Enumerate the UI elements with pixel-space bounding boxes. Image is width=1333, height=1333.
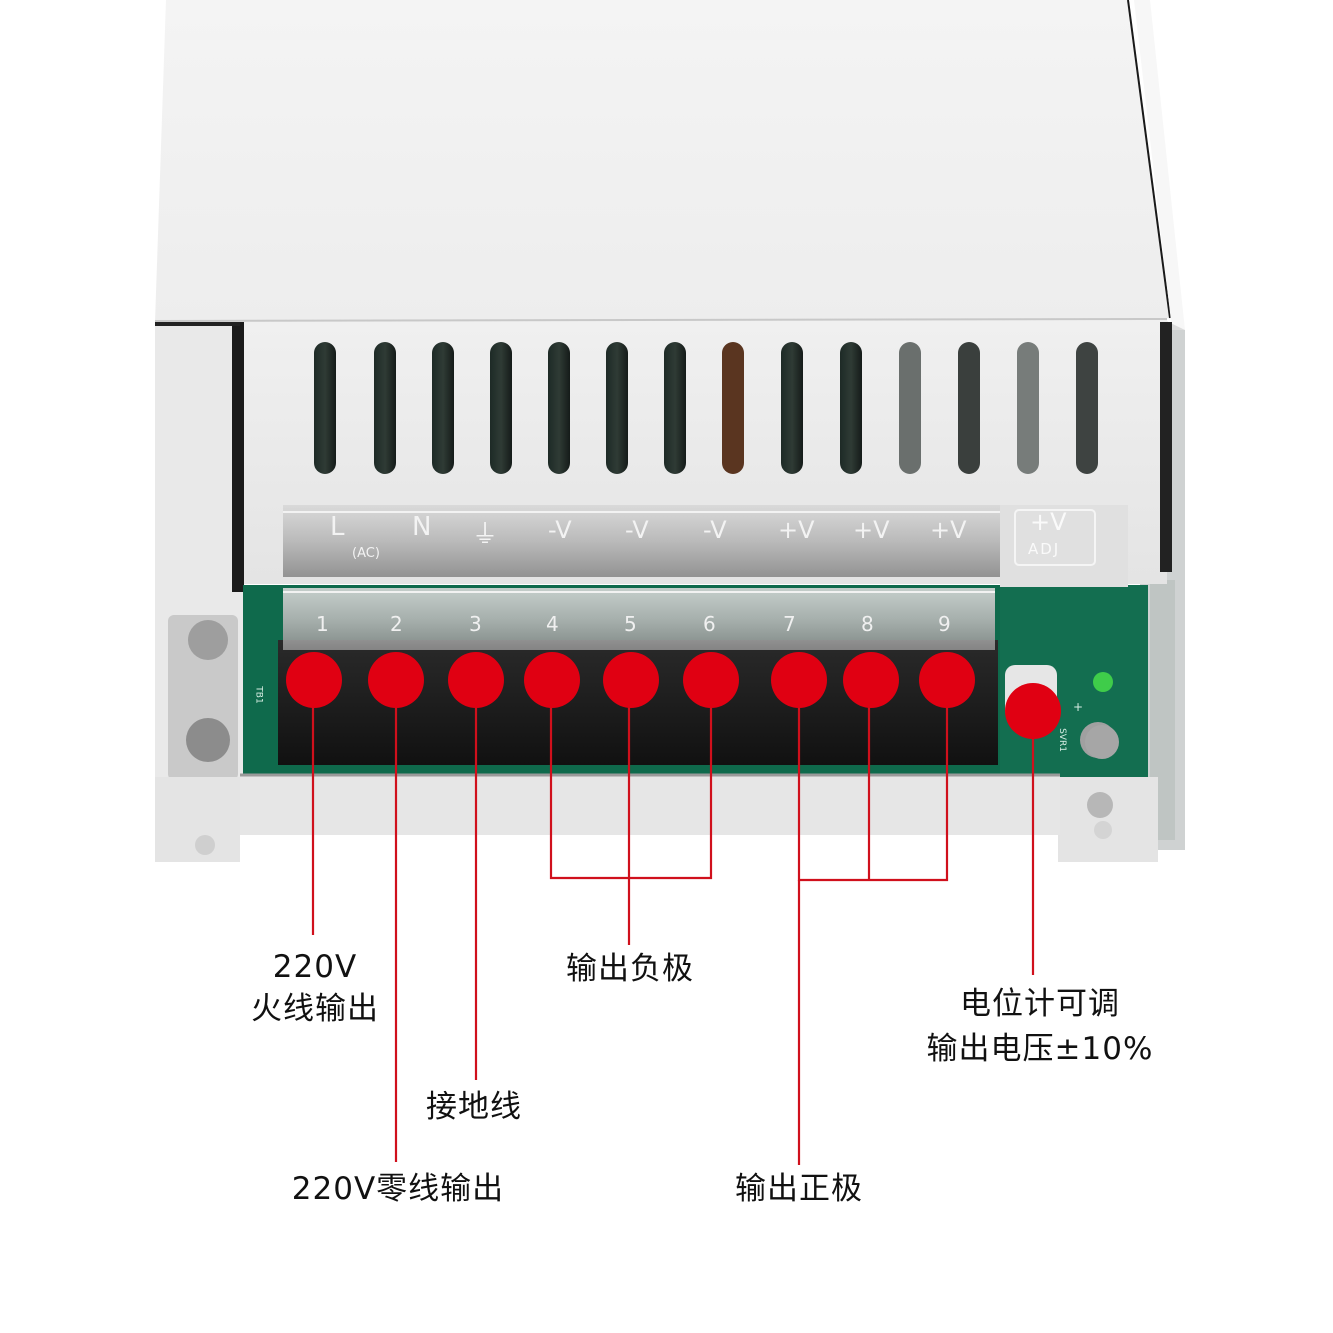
- adj-cover: [1000, 505, 1128, 587]
- case-bottom-lip: [240, 775, 1060, 835]
- marker-pin-1: [286, 652, 342, 708]
- pcb-screw: [1085, 725, 1119, 759]
- marker-pin-9: [919, 652, 975, 708]
- label-voltage-range: 输出电压±10%: [926, 1031, 1154, 1067]
- label-potentiometer-adjust: 电位计可调: [960, 986, 1120, 1022]
- terminal-number: 9: [938, 612, 951, 636]
- marker-pin-3: [448, 652, 504, 708]
- terminal-number: 2: [390, 612, 403, 636]
- ground-symbol-icon: ⏚: [472, 520, 499, 550]
- legend-pos-v-adj: +V: [1030, 508, 1067, 536]
- terminal-number: 8: [861, 612, 874, 636]
- leader-line-negative-bracket: [549, 680, 713, 880]
- label-ground: 接地线: [426, 1089, 522, 1125]
- label-live-output: 火线输出: [251, 991, 379, 1027]
- case-top: [155, 0, 1185, 330]
- pcb-label-tb1: TB1: [253, 686, 264, 704]
- terminal-number: 1: [316, 612, 329, 636]
- leader-line-positive-bracket: [797, 680, 949, 882]
- marker-pin-7: [771, 652, 827, 708]
- label-live-voltage: 220V: [272, 949, 358, 985]
- pcb-label-svr1: SVR1: [1056, 728, 1067, 752]
- label-neutral-output: 220V零线输出: [291, 1171, 505, 1207]
- pcb-label-plus: +: [1073, 700, 1084, 714]
- terminal-number: 7: [783, 612, 796, 636]
- terminal-number: 3: [469, 612, 482, 636]
- marker-pin-6: [683, 652, 739, 708]
- legend-AC: (AC): [352, 546, 380, 561]
- terminal-number: 6: [703, 612, 716, 636]
- mounting-bracket-left: [155, 615, 240, 862]
- legend-N: N: [412, 512, 432, 542]
- legend-neg-v-3: -V: [703, 516, 727, 544]
- terminal-number: 5: [624, 612, 637, 636]
- marker-potentiometer: [1005, 683, 1061, 739]
- legend-pos-v-1: +V: [778, 516, 815, 544]
- legend-adj: ADJ: [1028, 540, 1061, 558]
- vent-slots: [314, 342, 1098, 474]
- marker-pin-4: [524, 652, 580, 708]
- legend-neg-v-1: -V: [548, 516, 572, 544]
- label-positive-output: 输出正极: [735, 1171, 863, 1207]
- label-negative-output: 输出负极: [566, 951, 694, 987]
- led-indicator: [1093, 672, 1113, 692]
- legend-pos-v-3: +V: [930, 516, 967, 544]
- marker-pin-8: [843, 652, 899, 708]
- legend-neg-v-2: -V: [625, 516, 649, 544]
- marker-pin-5: [603, 652, 659, 708]
- marker-pin-2: [368, 652, 424, 708]
- terminal-number: 4: [546, 612, 559, 636]
- legend-L: L: [330, 512, 345, 542]
- legend-pos-v-2: +V: [853, 516, 890, 544]
